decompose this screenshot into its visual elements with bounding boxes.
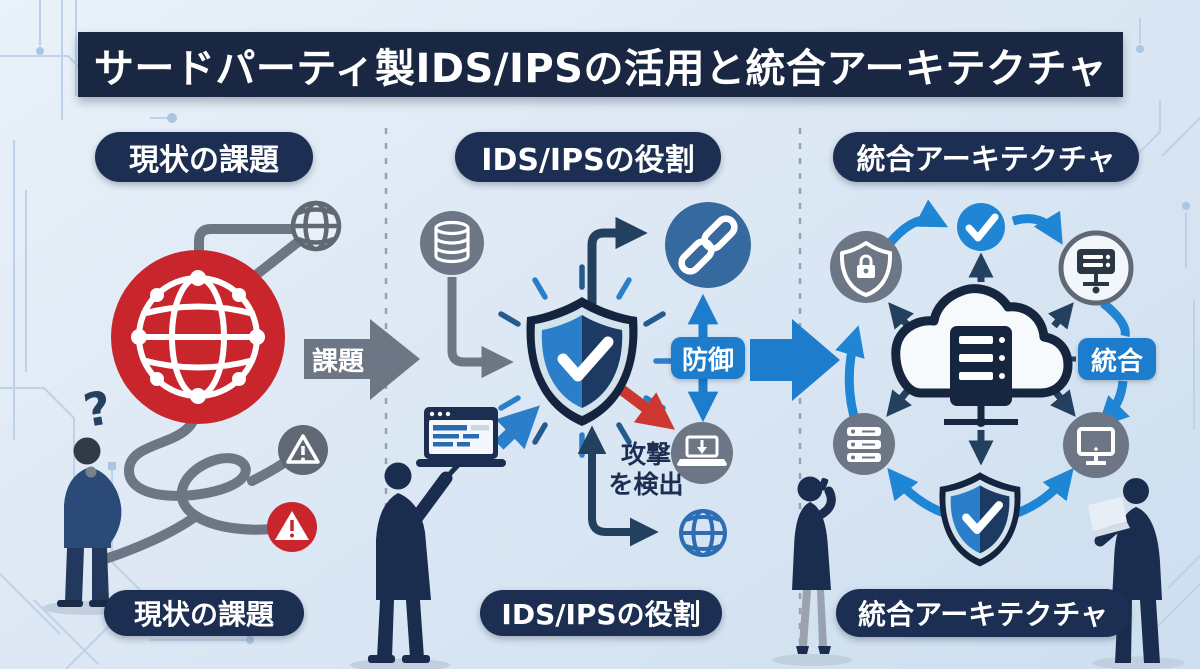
server-network-icon	[1058, 230, 1134, 306]
traffic-arrow	[494, 405, 540, 450]
globe-icon	[290, 200, 342, 252]
man-laptop-silhouette	[1088, 478, 1184, 669]
network-globe-icon	[111, 250, 285, 424]
flow-arrow	[750, 319, 840, 401]
attack-detect-label: 攻撃 を検出	[608, 440, 684, 499]
checkmark-circle-icon	[957, 203, 1005, 251]
database-connector	[447, 277, 514, 379]
thinking-person-silhouette	[42, 437, 134, 615]
woman-phone-silhouette	[772, 476, 852, 666]
section-header-integrated-architecture: 統合アーキテクチャ	[833, 132, 1139, 182]
warning-triangle-icon	[278, 425, 328, 475]
alert-triangle-icon	[267, 502, 317, 552]
web-globe-icon	[679, 509, 727, 557]
detect-arrow	[577, 425, 659, 547]
integrated-architecture-graphic	[772, 199, 1184, 669]
section-footer-integrated-architecture: 統合アーキテクチャ	[836, 589, 1130, 637]
cloud-server-icon	[891, 284, 1073, 427]
defense-badge: 防御	[671, 337, 745, 379]
pointing-person-silhouette	[350, 461, 462, 669]
database-icon	[420, 211, 484, 275]
monitor-icon	[1063, 412, 1129, 478]
integration-badge: 統合	[1078, 338, 1156, 380]
issue-arrow-label: 課題	[311, 346, 364, 377]
chain-link-icon	[665, 202, 751, 288]
shield-check-icon	[526, 297, 637, 426]
shield-lock-icon	[830, 231, 902, 303]
shield-check-icon	[939, 472, 1020, 566]
server-stack-icon	[833, 413, 895, 475]
hub-radial-arrows	[886, 252, 1076, 466]
block-arrow	[587, 216, 648, 318]
attack-arrow	[618, 385, 675, 430]
browser-window-icon	[416, 407, 506, 467]
section-header-ids-ips-role: IDS/IPSの役割	[455, 132, 721, 182]
section-footer-ids-ips-role: IDS/IPSの役割	[480, 590, 722, 636]
section-header-current-issues: 現状の課題	[95, 132, 313, 182]
title-banner: サードパーティ製IDS/IPSの活用と統合アーキテクチャ	[78, 32, 1123, 97]
ids-ips-graphic	[350, 202, 751, 669]
laptop-download-icon	[671, 422, 733, 484]
section-footer-current-issues: 現状の課題	[104, 590, 304, 636]
page-title: サードパーティ製IDS/IPSの活用と統合アーキテクチャ	[93, 45, 1108, 92]
issue-arrow	[304, 319, 420, 400]
